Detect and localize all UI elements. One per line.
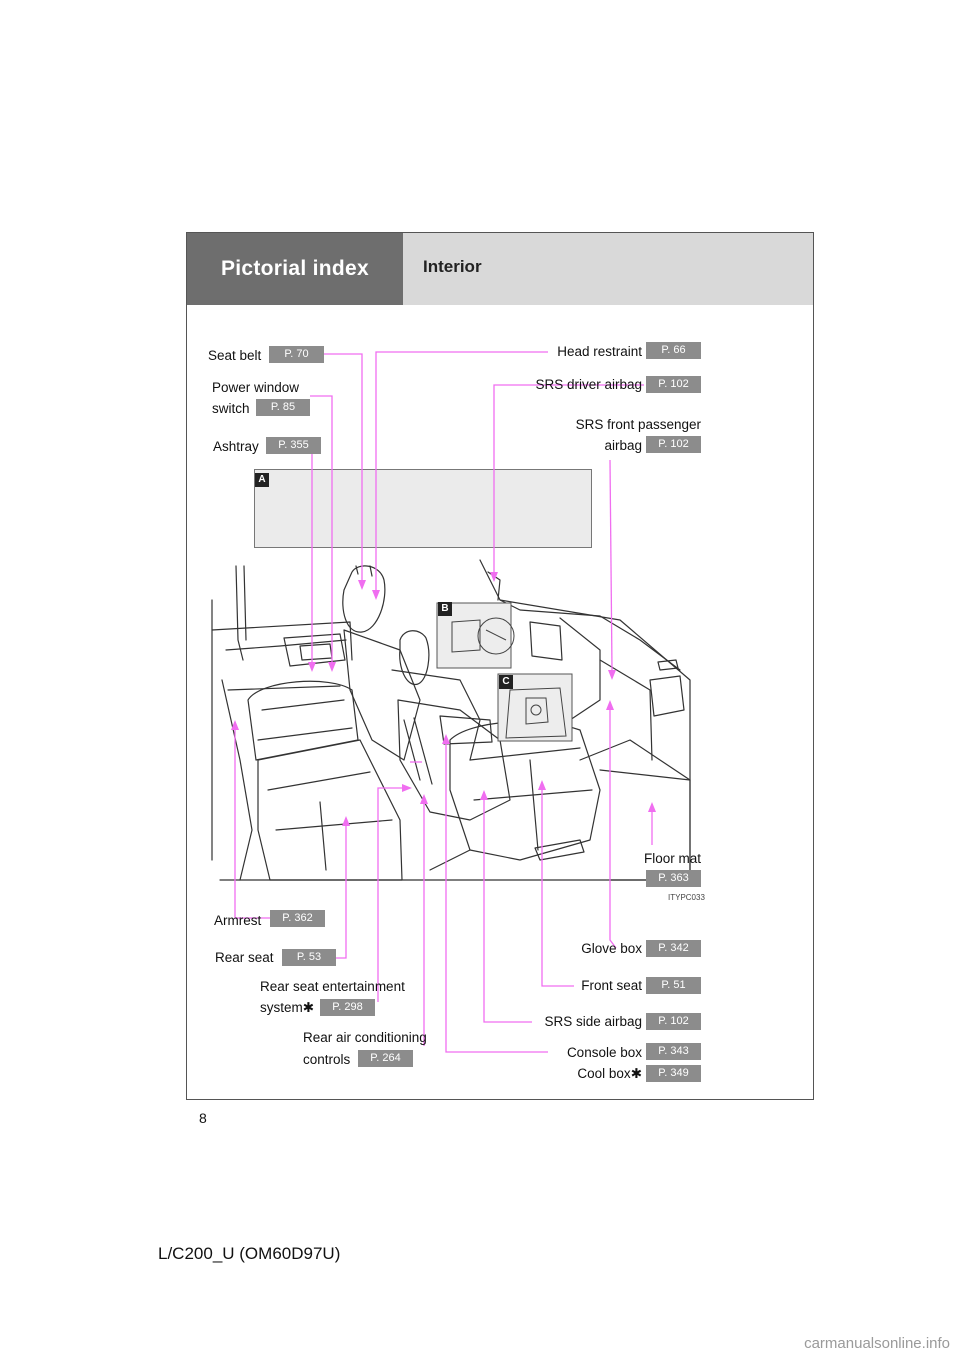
label-srs-side-airbag: SRS side airbag [544,1014,642,1029]
page-ref-srs-passenger[interactable]: P. 102 [646,436,701,453]
label-srs-driver-airbag: SRS driver airbag [535,377,642,392]
marker-c: C [499,675,513,689]
label-rear-air-conditioning: Rear air conditioning [303,1030,427,1045]
section-title: Pictorial index [220,257,370,280]
label-front-seat: Front seat [581,978,642,993]
index-frame: Pictorial index Interior [186,232,814,1100]
label-power-window-switch: switch [212,401,250,416]
page-ref-ashtray[interactable]: P. 355 [266,437,321,454]
page-subtitle: Interior [423,257,482,276]
page-ref-armrest[interactable]: P. 362 [270,910,325,927]
label-seat-belt: Seat belt [208,348,262,363]
label-srs-passenger-airbag: airbag [604,438,642,453]
label-ashtray: Ashtray [213,439,259,454]
label-console-box: Console box [566,1045,642,1060]
page-ref-power-window[interactable]: P. 85 [256,399,310,416]
label-power-window: Power window [212,380,300,395]
label-head-restraint: Head restraint [557,344,642,359]
page-ref-srs-driver[interactable]: P. 102 [646,376,701,393]
label-floor-mat: Floor mat [643,851,701,866]
watermark: carmanualsonline.info [804,1335,950,1352]
label-rse-system: system✱ [260,1000,315,1015]
subtitle-header: Interior [403,233,813,305]
marker-b: B [438,602,452,616]
callout-box-a [254,469,592,548]
asterisk-icon: ✱ [630,1066,642,1081]
marker-a: A [255,473,269,487]
page-ref-console-box[interactable]: P. 343 [646,1043,701,1060]
label-srs-front-passenger: SRS front passenger [575,417,701,432]
page-ref-rac[interactable]: P. 264 [358,1050,413,1067]
label-rear-seat-entertainment: Rear seat entertainment [260,979,405,994]
label-rac-controls: controls [303,1052,351,1067]
asterisk-icon: ✱ [302,1000,315,1015]
label-cool-box: Cool box✱ [577,1066,642,1081]
label-glove-box: Glove box [581,941,642,956]
label-armrest: Armrest [214,913,262,928]
page-ref-front-seat[interactable]: P. 51 [646,977,701,994]
page-ref-head-restraint[interactable]: P. 66 [646,342,701,359]
manual-code: L/C200_U (OM60D97U) [158,1244,341,1263]
page-ref-seat-belt[interactable]: P. 70 [269,346,324,363]
label-rear-seat: Rear seat [215,950,274,965]
page-number: 8 [199,1110,207,1126]
section-header: Pictorial index [187,233,403,305]
page-ref-glove-box[interactable]: P. 342 [646,940,701,957]
page-ref-rear-seat[interactable]: P. 53 [282,949,336,966]
image-code: ITYPC033 [668,893,705,902]
page-ref-cool-box[interactable]: P. 349 [646,1065,701,1082]
page-ref-srs-side[interactable]: P. 102 [646,1013,701,1030]
page-ref-floor-mat[interactable]: P. 363 [646,870,701,887]
page-ref-rse[interactable]: P. 298 [320,999,375,1016]
